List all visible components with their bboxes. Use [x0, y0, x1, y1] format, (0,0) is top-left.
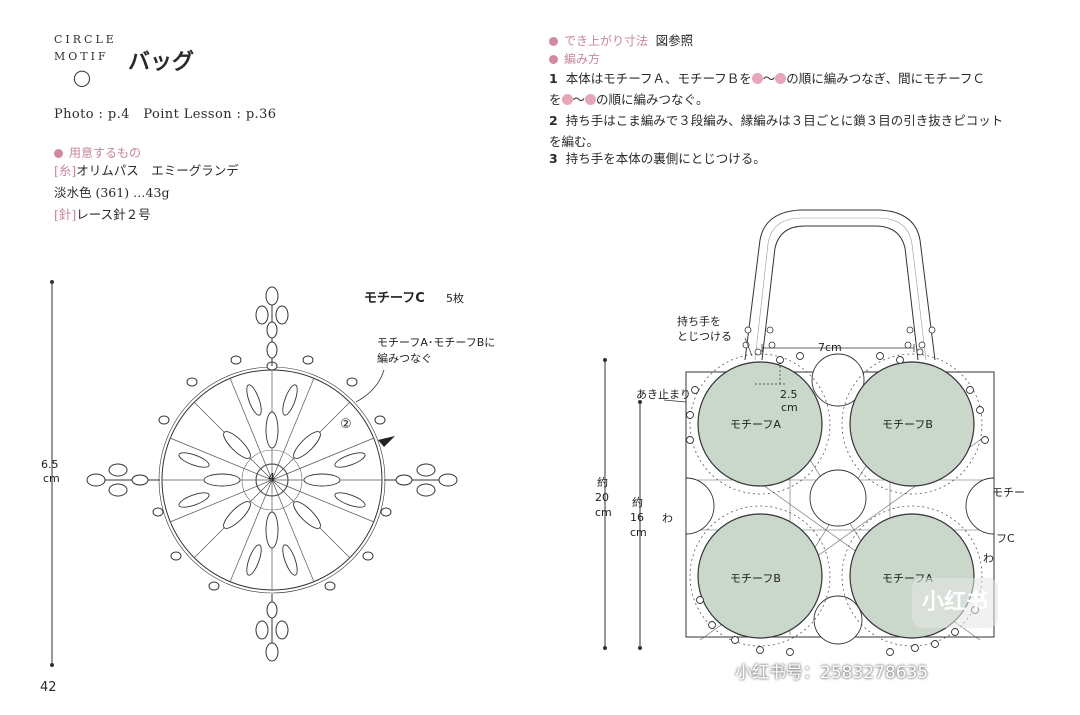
- finished-size-line: でき上がり寸法 図参照: [549, 30, 693, 49]
- brand-line-1: CIRCLE: [54, 33, 117, 46]
- width-label: 7cm: [818, 341, 842, 354]
- join-note-line-1: モチーフA･モチーフBに: [377, 336, 495, 349]
- motif-c-label-1: モチー: [992, 486, 1025, 499]
- yarn-color-line: 淡水色 (361) …43g: [54, 185, 170, 200]
- join-note-line-2: 編みつなぐ: [377, 351, 432, 365]
- ring-label-left: わ: [662, 512, 673, 525]
- handle-attach-line-1: 持ち手を: [677, 314, 721, 328]
- motif-b-bottom-label: モチーフB: [730, 572, 781, 585]
- motif-height-label-value: 6.5: [41, 458, 59, 471]
- bullet-dot-icon: [549, 55, 558, 64]
- motif-c-count: 5枚: [446, 291, 464, 305]
- motif-c-title: モチーフC: [364, 291, 425, 306]
- outer-height-unit: cm: [595, 506, 612, 519]
- motif-height-label-unit: cm: [43, 472, 60, 485]
- outer-height-value: 20: [595, 491, 609, 504]
- watermark-text: 小红书号：2583278635: [735, 663, 929, 683]
- photo-reference: Photo : p.4 Point Lesson : p.36: [54, 107, 277, 122]
- round-2-label: ②: [340, 417, 352, 432]
- opening-end-label: あき止まり: [636, 388, 691, 401]
- yarn-line: [糸]オリムパス エミーグランデ: [54, 163, 239, 178]
- outer-height-about: 約: [597, 475, 608, 489]
- ring-icon: ◯: [73, 68, 91, 87]
- inner-height-about: 約: [632, 495, 643, 509]
- brand-line-2: MOTIF: [54, 50, 109, 63]
- motif-c-label-2: フC: [996, 532, 1015, 545]
- page-title: バッグ: [128, 49, 195, 75]
- motif-a-label: モチーフA: [730, 418, 781, 431]
- inner-height-unit: cm: [630, 526, 647, 539]
- inner-height-value: 16: [630, 511, 644, 524]
- watermark-logo: 小红书: [912, 578, 998, 628]
- round-4-label: 4: [268, 471, 275, 484]
- motif-b-top-label: モチーフB: [882, 418, 933, 431]
- needle-line: [針]レース針２号: [54, 207, 151, 222]
- page-number: 42: [40, 680, 57, 695]
- motif-c-diagram: [50, 280, 458, 667]
- gap-label-unit: cm: [781, 401, 798, 414]
- instructions-heading: 編み方: [549, 50, 600, 67]
- gap-label-value: 2.5: [780, 388, 798, 401]
- handle-attach-line-2: とじつける: [677, 330, 732, 343]
- bullet-dot-icon: [549, 37, 558, 46]
- ring-label-right: わ: [983, 552, 994, 565]
- materials-heading: 用意するもの: [54, 144, 141, 161]
- bullet-dot-icon: [54, 149, 63, 158]
